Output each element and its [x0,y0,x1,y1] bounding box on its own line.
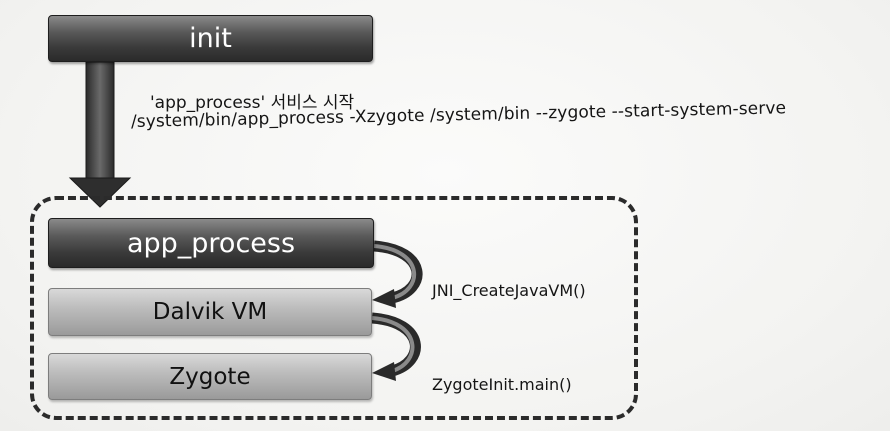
dashed-process-container [30,196,638,420]
jni-create-java-vm-label: JNI_CreateJavaVM() [432,281,586,300]
zygote-label: Zygote [169,363,251,390]
down-arrow [68,61,132,208]
app-process-box: app_process [48,218,374,268]
app-process-label: app_process [126,227,296,259]
dalvik-vm-box: Dalvik VM [48,288,372,336]
annotation-line-1: 'app_process' 서비스 시작 [150,93,355,113]
zygote-box: Zygote [48,353,372,400]
zygote-init-main-label: ZygoteInit.main() [432,375,572,394]
curved-arrow-jni [372,240,423,308]
curved-arrow-zygote [371,312,421,381]
init-label: init [189,23,232,54]
init-box: init [48,15,373,62]
dalvik-vm-label: Dalvik VM [152,299,268,325]
